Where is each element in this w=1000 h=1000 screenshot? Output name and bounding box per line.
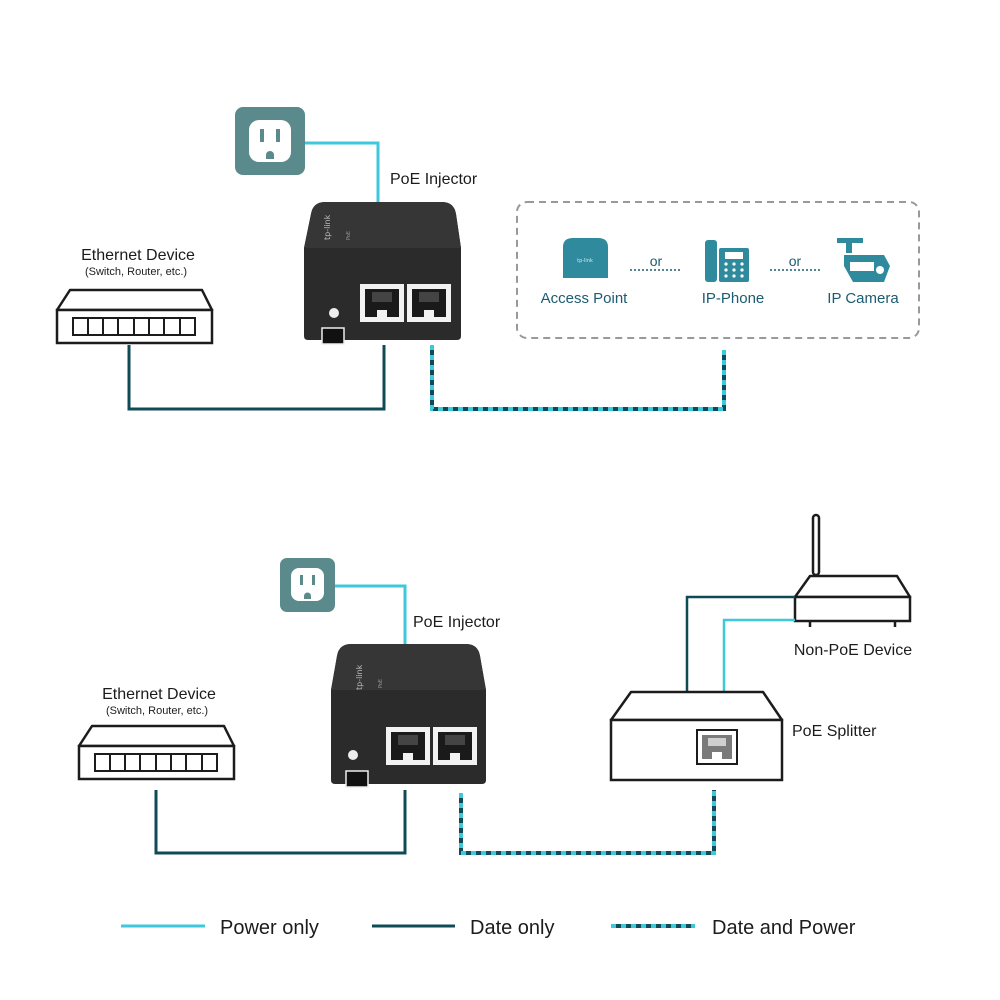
bottom-ethernet-device-sub: (Switch, Router, etc.) — [106, 705, 208, 717]
bottom-power-outlet-icon — [280, 558, 335, 612]
svg-text:tp-link: tp-link — [577, 258, 593, 264]
legend-data-only-label: Date only — [470, 917, 555, 939]
or-label-2: or — [789, 253, 802, 269]
bottom-data-power-cable — [459, 790, 716, 855]
top-power-cable — [305, 141, 380, 205]
legend-power-only-label: Power only — [220, 917, 319, 939]
legend-data-and-power-label: Date and Power — [712, 917, 856, 939]
top-ethernet-switch-icon — [55, 288, 214, 345]
top-injector-label: PoE Injector — [390, 171, 478, 188]
access-point-icon: tp-link — [563, 238, 608, 278]
bottom-injector-label: PoE Injector — [413, 614, 501, 631]
top-data-cable — [127, 345, 386, 411]
svg-text:PoE: PoE — [346, 231, 352, 240]
poe-splitter-label: PoE Splitter — [792, 723, 877, 740]
access-point-label: Access Point — [541, 290, 629, 307]
top-power-outlet-icon — [235, 107, 305, 175]
bottom-scenario: PoE Injector tp-link PoE Ethernet — [77, 513, 912, 855]
splitter-power-cable — [722, 618, 795, 692]
svg-text:tp-link: tp-link — [323, 214, 332, 240]
bottom-poe-injector: tp-link PoE — [331, 644, 486, 788]
or-label-1: or — [650, 253, 663, 269]
bottom-data-cable — [154, 790, 407, 855]
top-ethernet-device-label: Ethernet Device — [81, 247, 195, 264]
bottom-injector-port-in — [386, 727, 430, 765]
svg-text:tp-link: tp-link — [355, 664, 364, 690]
powered-devices-group — [516, 201, 920, 339]
bottom-led-indicator — [348, 750, 358, 760]
splitter-data-cable — [685, 595, 795, 692]
bottom-injector-port-out — [433, 727, 477, 765]
ip-phone-icon — [705, 240, 749, 282]
bottom-power-cable — [334, 584, 407, 648]
top-injector-port-in — [360, 284, 404, 322]
top-injector-port-out — [407, 284, 451, 322]
non-poe-router-icon — [793, 513, 912, 627]
top-poe-injector: tp-link PoE — [304, 202, 461, 345]
ip-camera-icon — [837, 238, 890, 282]
top-data-power-cable — [430, 345, 726, 411]
ip-camera-label: IP Camera — [827, 290, 899, 307]
top-led-indicator — [329, 308, 339, 318]
top-ethernet-device-sub: (Switch, Router, etc.) — [85, 266, 187, 278]
bottom-ethernet-switch-icon — [77, 724, 236, 781]
legend: Power only Date only Date and Power — [121, 917, 856, 939]
svg-text:PoE: PoE — [378, 679, 384, 688]
bottom-ethernet-device-label: Ethernet Device — [102, 686, 216, 703]
ip-phone-label: IP-Phone — [702, 290, 765, 307]
non-poe-device-label: Non-PoE Device — [794, 642, 912, 659]
top-scenario: PoE Injector tp-link PoE — [55, 107, 920, 411]
poe-splitter-icon — [609, 690, 784, 782]
